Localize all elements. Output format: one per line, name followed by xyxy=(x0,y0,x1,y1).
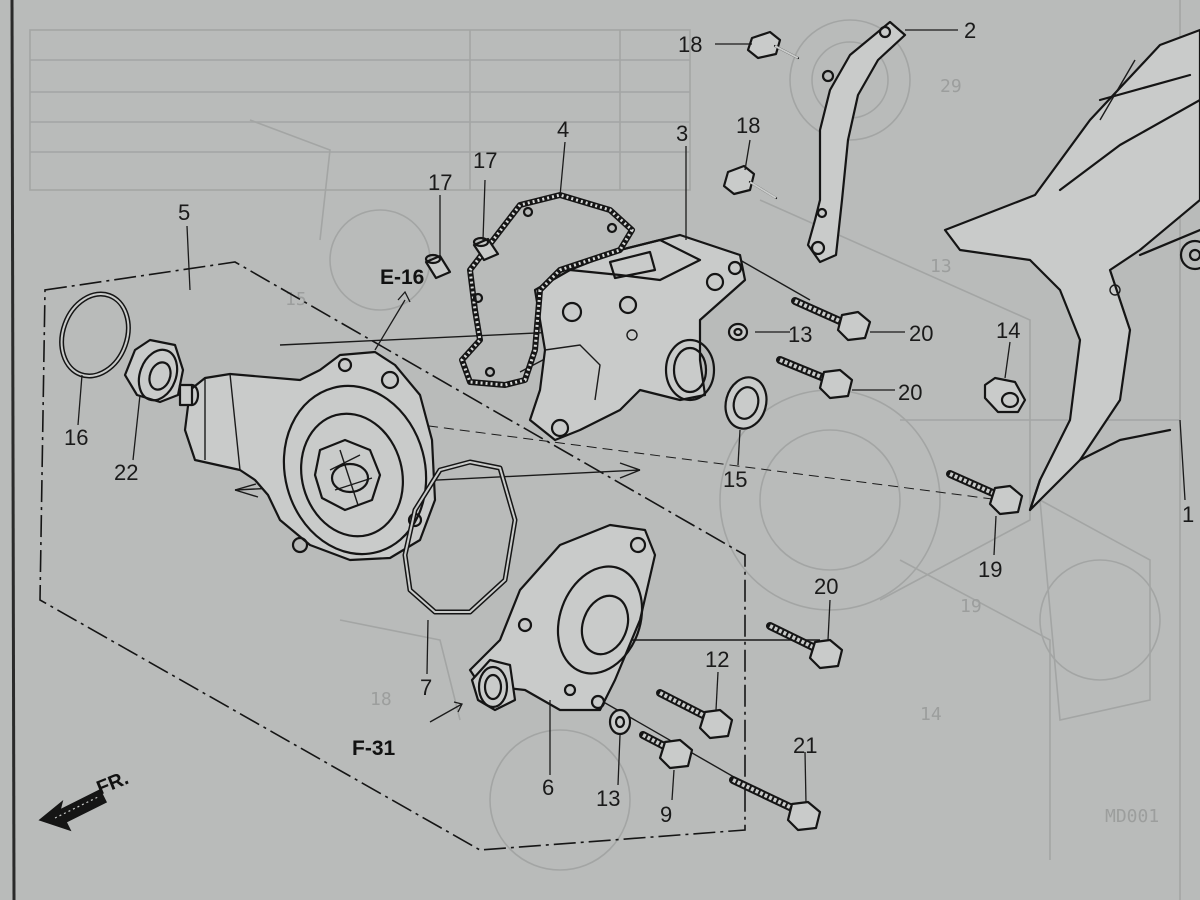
callout-number: 2 xyxy=(964,18,976,43)
callout-number: 5 xyxy=(178,200,190,225)
callout-number: 17 xyxy=(473,148,497,173)
callout-number: 19 xyxy=(978,557,1002,582)
callout-number: 20 xyxy=(909,321,933,346)
callout-number: 22 xyxy=(114,460,138,485)
section-reference-e16: E-16 xyxy=(380,266,424,289)
dowel-pin-part xyxy=(472,236,500,262)
flange-bolt-part xyxy=(776,356,854,400)
flange-bolt-part xyxy=(639,731,694,770)
flange-bolt-part xyxy=(946,470,1024,516)
oil-seal-part xyxy=(123,338,185,404)
pump-housing-part xyxy=(528,233,747,442)
callout-leader-lines xyxy=(77,29,1186,804)
washer-part xyxy=(608,708,632,736)
bleed-label: 14 xyxy=(920,704,942,725)
flange-bolt-part xyxy=(729,776,822,832)
flange-bolt-part xyxy=(766,622,844,670)
callout-number: 1 xyxy=(1182,502,1194,527)
callout-number: 12 xyxy=(705,647,729,672)
bleed-label: 13 xyxy=(930,256,952,277)
callout-number: 16 xyxy=(64,425,88,450)
callout-number: 7 xyxy=(420,675,432,700)
callout-number: 4 xyxy=(557,117,569,142)
callout-number: 18 xyxy=(678,32,702,57)
callout-number: 18 xyxy=(736,113,760,138)
bleed-label: 19 xyxy=(960,596,982,617)
callout-number: 17 xyxy=(428,170,452,195)
section-reference-f31: F-31 xyxy=(352,737,396,760)
bleed-label: 18 xyxy=(370,689,392,710)
bolt-part xyxy=(722,164,778,200)
callout-number: 9 xyxy=(660,802,672,827)
flange-bolt-part xyxy=(791,297,872,342)
page-edge-line xyxy=(10,0,16,900)
flange-bolt-part xyxy=(656,689,734,740)
bleed-label: MD001 xyxy=(1105,806,1159,827)
callout-number: 6 xyxy=(542,775,554,800)
bolt-part xyxy=(746,30,800,60)
callout-number: 3 xyxy=(676,121,688,146)
gasket-part xyxy=(459,192,635,388)
bracket-part xyxy=(806,20,907,264)
callout-number: 14 xyxy=(996,318,1020,343)
bleed-label: 29 xyxy=(940,76,962,97)
callout-number: 20 xyxy=(814,574,838,599)
callout-number: 13 xyxy=(788,322,812,347)
arrow-left-icon xyxy=(38,788,108,832)
pump-body-part xyxy=(178,350,437,562)
assembly-outline xyxy=(39,261,746,851)
seal-part xyxy=(724,376,768,430)
callout-number: 13 xyxy=(596,786,620,811)
callout-number: 15 xyxy=(723,467,747,492)
crankcase-cover-part xyxy=(943,28,1200,512)
o-ring-part xyxy=(402,459,518,615)
pump-cover-part xyxy=(468,523,657,712)
o-ring-part xyxy=(59,291,131,379)
washer-part xyxy=(727,322,749,342)
grommet-part xyxy=(983,376,1027,414)
callout-number: 21 xyxy=(793,733,817,758)
callout-number: 20 xyxy=(898,380,922,405)
dowel-pin-part xyxy=(424,253,452,280)
